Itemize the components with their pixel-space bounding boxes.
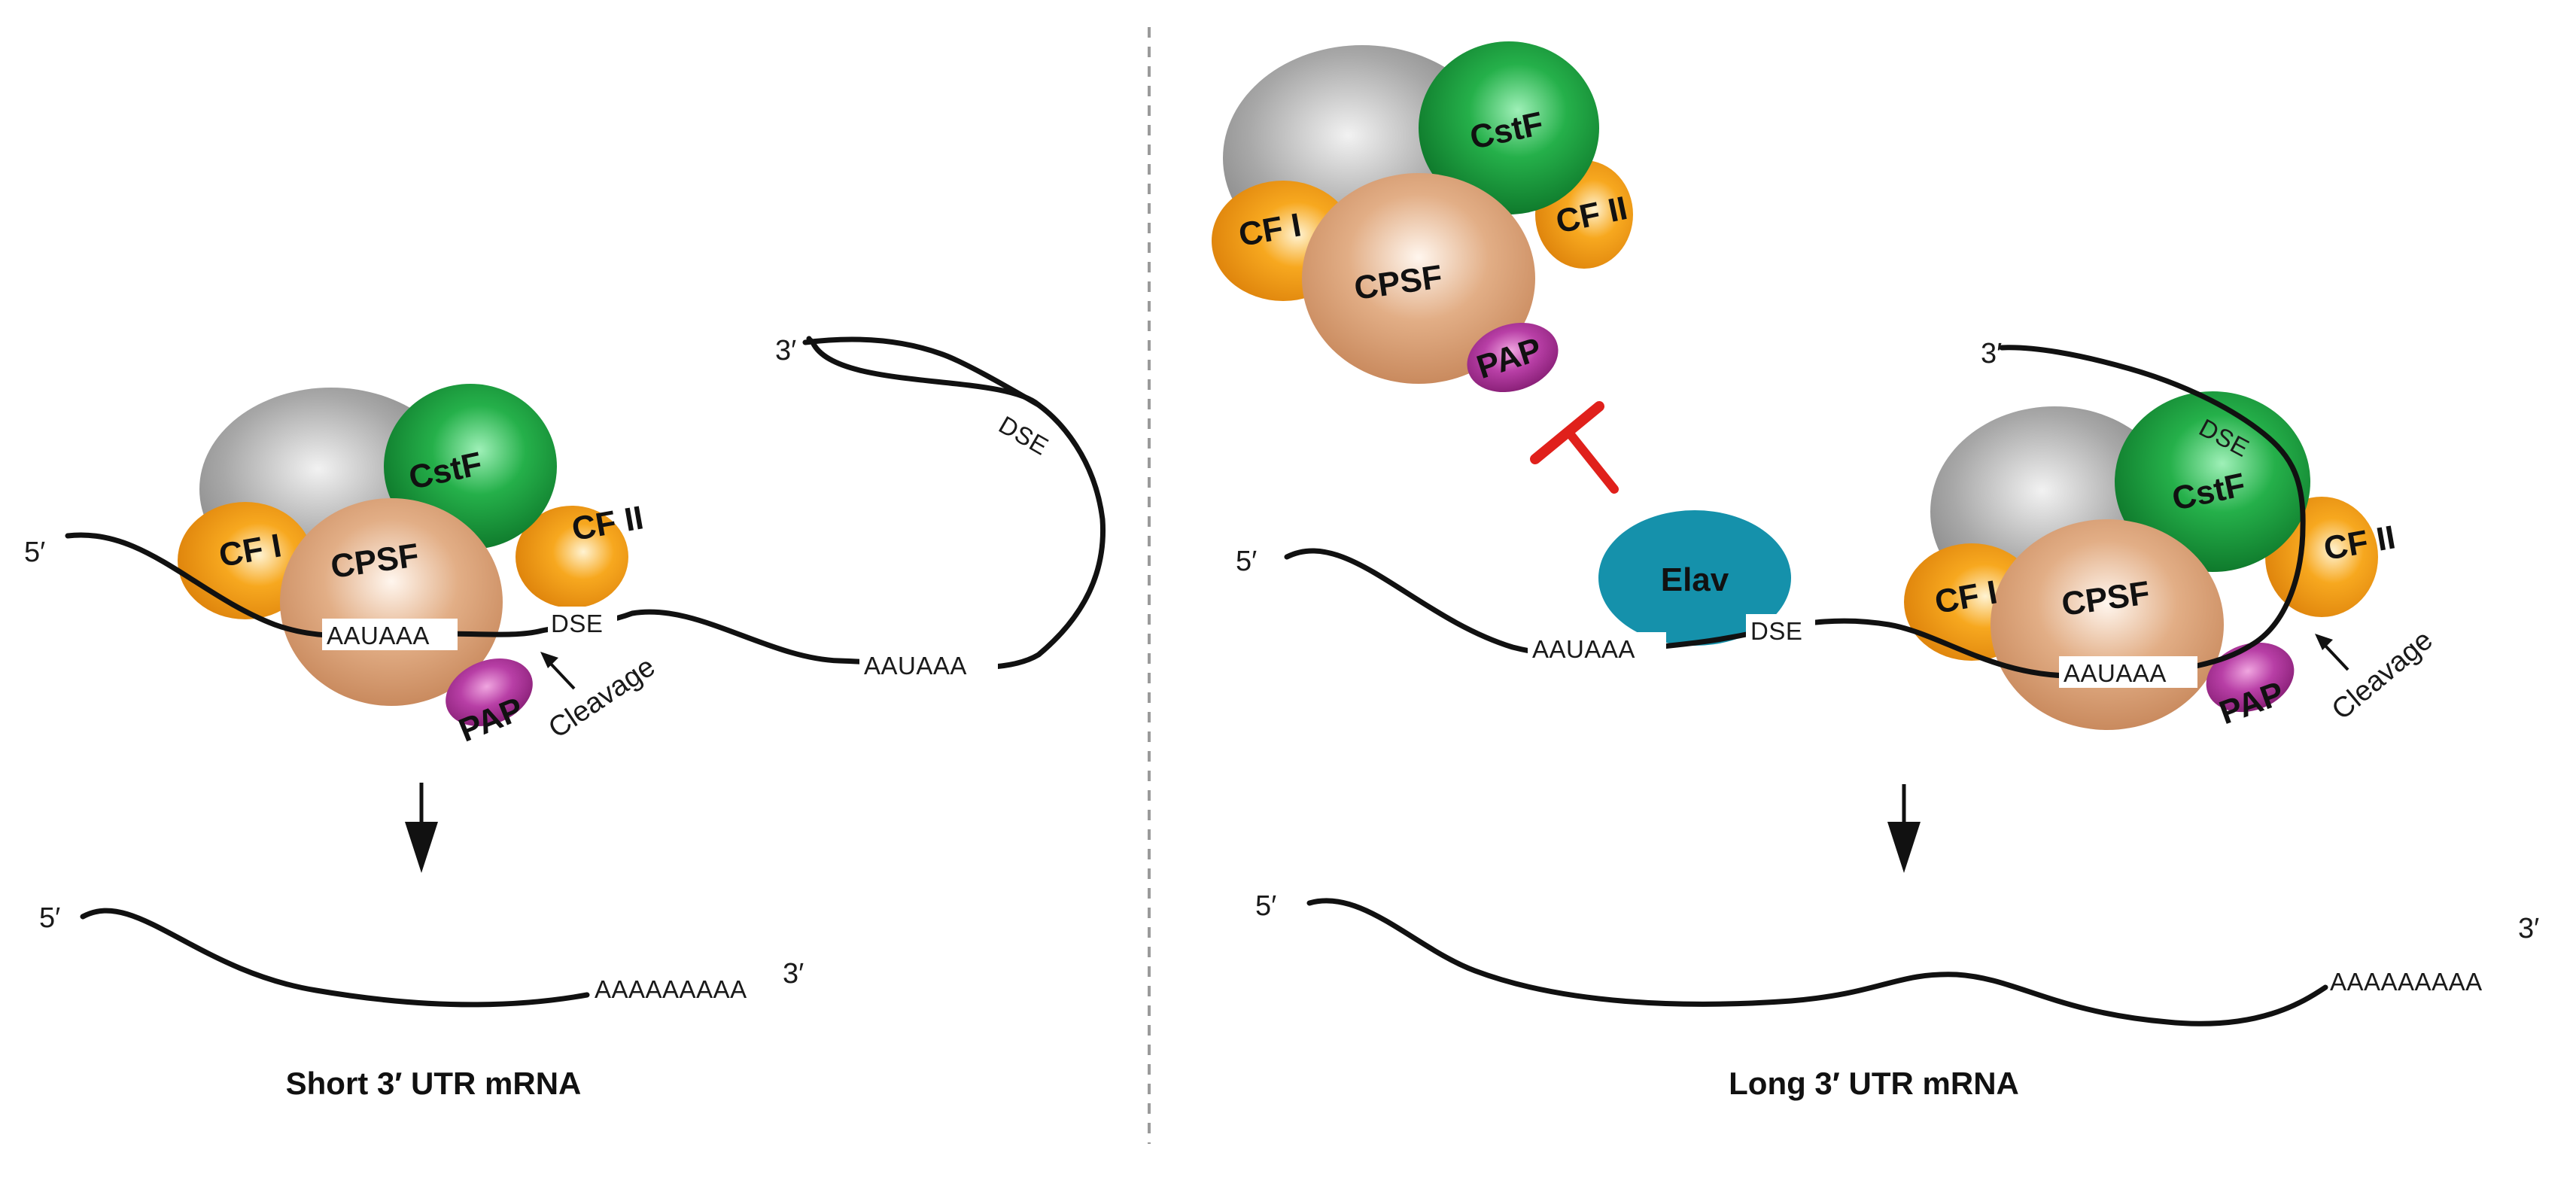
polya-tail: AAAAAAAAA [595,975,747,1003]
cleavage-arrowhead [2315,634,2333,650]
pap-protein [446,658,533,726]
cleavage-arrowhead [540,652,558,668]
short-mrna-strand [80,908,590,1008]
three-prime-label: 3′ [775,335,796,366]
short-utr-caption: Short 3′ UTR mRNA [286,1066,582,1101]
aauaaa-label: AAUAAA [327,622,430,649]
five-prime-label: 5′ [39,902,60,934]
long-mrna-strand [1306,898,2328,1026]
cstf-protein [2115,391,2310,572]
aauaaa-distal-label: AAUAAA [2064,659,2167,687]
five-prime-label: 5′ [24,537,45,568]
left-panel: 5′ 3′ AAUAAA DSE AAUAAA DSE CstF CPSF CF… [24,335,1106,1101]
dse-label: DSE [551,610,603,637]
long-utr-caption: Long 3′ UTR mRNA [1729,1066,2019,1101]
cleavage-arrow [2322,643,2349,671]
dse-label: DSE [1750,617,1802,645]
cpsf-protein [280,498,503,706]
cpsf-protein [1302,173,1535,384]
elav-protein [1598,510,1791,646]
cstf-protein [1419,41,1599,214]
right-panel: CstF CPSF CF I CF II PAP Elav 5′ 3′ AAUA… [1212,41,2539,1101]
three-prime-label: 3′ [1981,338,2002,370]
inhibition-line [1565,428,1619,494]
cleavage-label: Cleavage [2326,625,2439,726]
inhibition-bar [1530,401,1604,464]
five-prime-label: 5′ [1255,890,1276,922]
aauaaa-label: AAUAAA [1532,635,1635,663]
pap-protein [1467,322,1559,393]
aauaaa-distal-label: AAUAAA [864,652,967,680]
three-prime-label: 3′ [2518,913,2539,944]
five-prime-label: 5′ [1236,546,1257,577]
process-arrow [1887,822,1921,873]
cf2-protein [516,506,628,608]
cleavage-label: Cleavage [543,651,661,745]
process-arrow [405,822,438,873]
three-prime-label: 3′ [783,958,804,990]
elav-label: Elav [1661,561,1729,598]
cleavage-arrow [548,661,576,690]
polya-tail: AAAAAAAAA [2330,968,2483,996]
cpsf-protein [1991,519,2224,730]
pap-protein [2206,642,2295,713]
